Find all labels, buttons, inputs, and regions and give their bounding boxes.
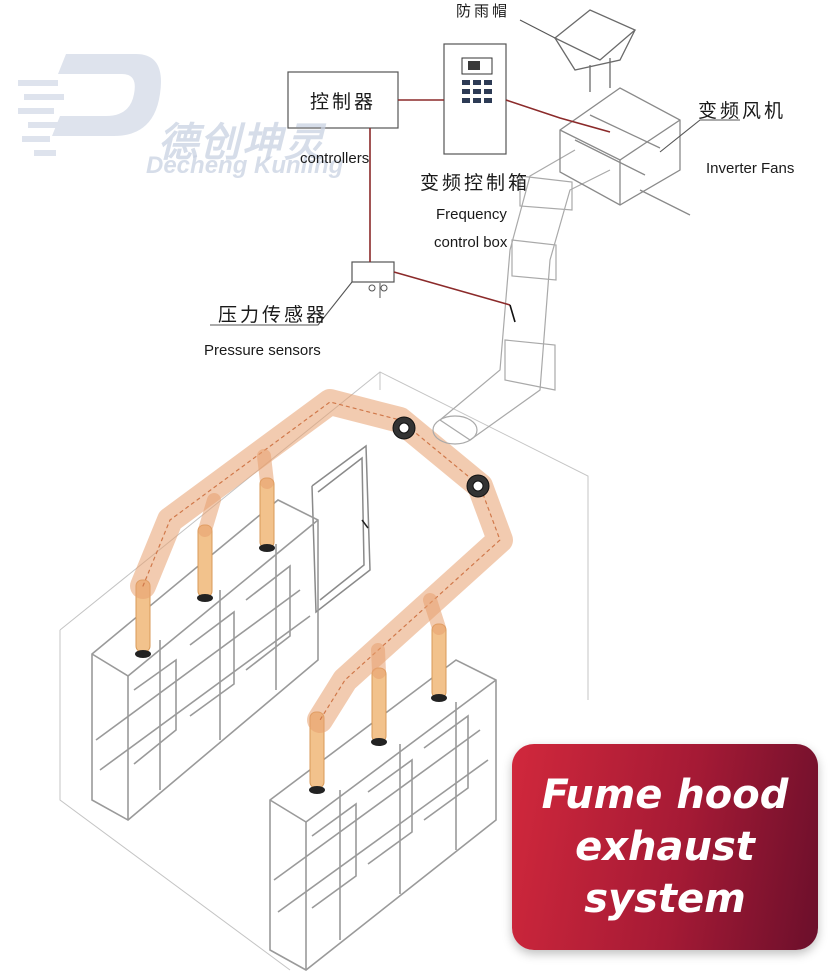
logo-text-english: Decheng Kunling bbox=[146, 152, 344, 179]
riser-dampers bbox=[135, 544, 447, 794]
pressure-sensor bbox=[351, 261, 395, 298]
sensor-label-cn: 压力传感器 bbox=[218, 304, 329, 326]
controller-label-en: controllers bbox=[300, 150, 370, 167]
banner-line-1: Fume hood bbox=[541, 772, 789, 818]
company-logo bbox=[18, 54, 161, 156]
duct-fans bbox=[392, 416, 490, 498]
rain-cap-label-cn: 防雨帽 bbox=[456, 2, 511, 20]
control-wiring bbox=[369, 99, 611, 323]
room-door bbox=[311, 444, 371, 614]
leader-lines bbox=[210, 19, 740, 326]
vfd-box-label-en-2: control box bbox=[434, 234, 508, 251]
fume-hood-left-group bbox=[91, 499, 319, 821]
fan-label-cn: 变频风机 bbox=[698, 100, 787, 122]
main-duct bbox=[130, 389, 513, 733]
frequency-control-box bbox=[443, 43, 507, 155]
controller-label-cn: 控制器 bbox=[309, 90, 376, 113]
vfd-box-label-en-1: Frequency bbox=[436, 206, 507, 223]
vfd-box-label-cn: 变频控制箱 bbox=[420, 172, 531, 194]
fan-label-en: Inverter Fans bbox=[706, 160, 795, 177]
banner-line-2: exhaust system bbox=[575, 824, 755, 922]
logo-text-chinese: 德创坤灵 bbox=[158, 119, 326, 166]
title-banner: Fume hood exhaust system bbox=[512, 744, 818, 950]
room-outline bbox=[59, 371, 589, 971]
riser-duct bbox=[432, 149, 611, 445]
sensor-label-en: Pressure sensors bbox=[204, 342, 321, 359]
rain-cap bbox=[553, 9, 637, 92]
fume-hood-right-group bbox=[269, 659, 497, 971]
inverter-fan-unit bbox=[559, 87, 691, 216]
duct-branches bbox=[198, 449, 446, 679]
controller-box bbox=[287, 71, 399, 129]
